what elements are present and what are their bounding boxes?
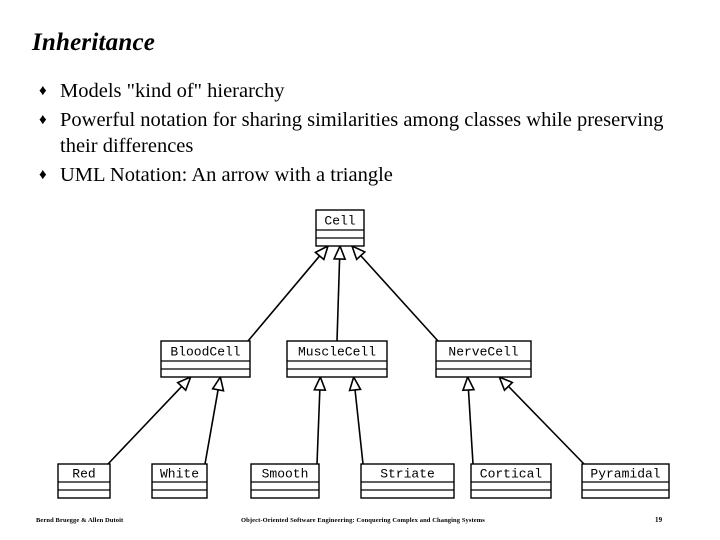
page-title: Inheritance — [32, 29, 156, 56]
generalization-line — [247, 255, 321, 342]
generalization-triangle-icon — [211, 374, 225, 392]
list-item: ♦ Models "kind of" hierarchy — [36, 78, 686, 104]
list-item: ♦ UML Notation: An arrow with a triangle — [36, 162, 686, 188]
uml-class-name: BloodCell — [170, 344, 240, 359]
generalization-line — [316, 389, 321, 465]
list-item: ♦ Powerful notation for sharing similari… — [36, 107, 686, 159]
generalization-triangle-icon — [461, 374, 476, 392]
footer-book-title: Object-Oriented Software Engineering: Co… — [241, 517, 485, 524]
list-item-label: Powerful notation for sharing similariti… — [60, 109, 664, 157]
uml-class-name: Striate — [380, 466, 435, 481]
uml-class-box[interactable]: BloodCell — [160, 340, 251, 378]
generalization-triangle-icon — [313, 374, 327, 392]
generalization-line — [467, 389, 474, 465]
generalization-line — [336, 258, 341, 342]
footer-page-number: 19 — [655, 516, 663, 524]
generalization-line — [107, 385, 183, 465]
uml-class-box[interactable]: Red — [57, 463, 111, 499]
list-item-label: Models "kind of" hierarchy — [60, 80, 285, 102]
generalization-line — [204, 389, 219, 465]
uml-class-box[interactable]: NerveCell — [435, 340, 532, 378]
uml-class-name: Cortical — [480, 466, 543, 481]
uml-class-name: Red — [72, 466, 95, 481]
generalization-triangle-icon — [350, 244, 367, 261]
uml-class-name: Pyramidal — [590, 466, 660, 481]
generalization-triangle-icon — [176, 375, 193, 392]
uml-class-name: White — [160, 466, 199, 481]
uml-class-box[interactable]: MuscleCell — [286, 340, 388, 378]
uml-class-box[interactable]: Cortical — [470, 463, 552, 499]
slide-footer: Bernd Bruegge & Allen Dutoit Object-Orie… — [0, 512, 720, 534]
diamond-bullet-icon: ♦ — [39, 112, 47, 128]
diamond-bullet-icon: ♦ — [39, 167, 47, 183]
uml-class-box[interactable]: Striate — [360, 463, 455, 499]
uml-class-name: Cell — [324, 213, 355, 228]
uml-class-name: NerveCell — [448, 344, 518, 359]
bullet-list: ♦ Models "kind of" hierarchy ♦ Powerful … — [36, 78, 686, 191]
generalization-triangle-icon — [497, 375, 514, 392]
generalization-layer — [107, 243, 585, 465]
uml-class-box[interactable]: Smooth — [250, 463, 320, 499]
list-item-label: UML Notation: An arrow with a triangle — [60, 164, 393, 186]
generalization-line — [507, 385, 585, 465]
uml-class-box[interactable]: Pyramidal — [581, 463, 670, 499]
uml-class-box[interactable]: Cell — [315, 209, 365, 247]
diamond-bullet-icon: ♦ — [39, 83, 47, 99]
uml-class-box[interactable]: White — [151, 463, 208, 499]
generalization-triangle-icon — [313, 244, 330, 261]
generalization-line — [354, 389, 364, 465]
generalization-triangle-icon — [348, 374, 362, 392]
generalization-triangle-icon — [332, 243, 347, 261]
footer-authors: Bernd Bruegge & Allen Dutoit — [36, 517, 124, 524]
uml-class-name: Smooth — [262, 466, 309, 481]
generalization-line — [360, 255, 439, 342]
uml-class-name: MuscleCell — [298, 344, 376, 359]
